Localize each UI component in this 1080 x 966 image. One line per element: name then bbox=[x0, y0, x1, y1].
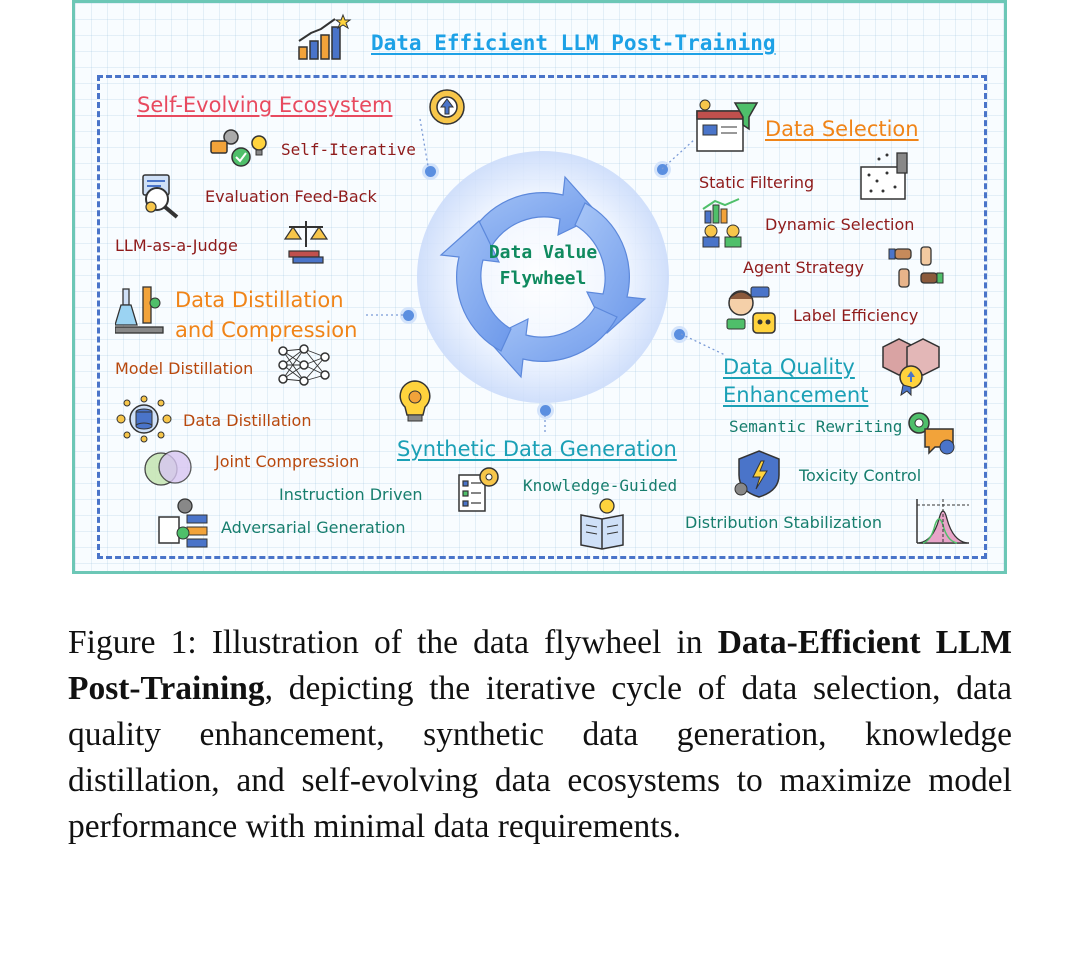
people-chart-icon bbox=[702, 198, 742, 248]
lightbulb-gear-icon bbox=[399, 380, 431, 422]
self-evolving-heading: Self-Evolving Ecosystem bbox=[137, 93, 393, 117]
item-data-distillation: Data Distillation bbox=[183, 411, 312, 430]
caption-text-after: , depicting the iterative cycle of data … bbox=[68, 670, 1012, 845]
web-filter-icon bbox=[696, 99, 759, 152]
database-gear-icon bbox=[116, 395, 172, 443]
flywheel-label-line1: Data Value bbox=[488, 242, 598, 263]
scales-icon bbox=[283, 221, 329, 264]
gear-chat-icon bbox=[908, 412, 955, 455]
item-self-iterative: Self-Iterative bbox=[281, 140, 416, 159]
venn-icon bbox=[144, 450, 192, 486]
caption-label: Figure 1: bbox=[68, 624, 197, 661]
item-joint-compression: Joint Compression bbox=[215, 452, 360, 471]
book-bulb-icon bbox=[580, 498, 624, 550]
selection-heading: Data Selection bbox=[765, 117, 919, 141]
magnifier-icon bbox=[142, 174, 179, 219]
scatter-box-icon bbox=[860, 152, 908, 200]
connector-dot-selection bbox=[657, 164, 668, 175]
item-agent-strategy: Agent Strategy bbox=[743, 258, 864, 277]
item-instruction-driven: Instruction Driven bbox=[279, 485, 423, 504]
connector-dot-distillation bbox=[403, 310, 414, 321]
connector-dot-self-evolving bbox=[425, 166, 436, 177]
caption-bold: Data-Efficient LLM Post-Training bbox=[68, 624, 1013, 707]
bell-curve-icon bbox=[916, 499, 969, 544]
distillation-heading: Data Distillation and Compression bbox=[175, 285, 357, 345]
chart-trophy-icon bbox=[298, 13, 352, 60]
hands-square-icon bbox=[888, 246, 944, 288]
caption-text-before: Illustration of the data flywheel in bbox=[196, 624, 718, 661]
item-static-filtering: Static Filtering bbox=[699, 173, 815, 192]
figure-title: Data Efficient LLM Post-Training bbox=[371, 31, 776, 55]
quality-heading-line1: Data Quality bbox=[723, 355, 855, 379]
item-label-efficiency: Label Efficiency bbox=[793, 306, 919, 325]
boxes-badge-icon bbox=[882, 338, 940, 397]
flywheel-cycle-icon bbox=[417, 151, 669, 403]
lab-flask-icon bbox=[115, 286, 164, 334]
flywheel-center-label: Data Value Flywheel bbox=[487, 240, 599, 292]
gear-cycle-icon bbox=[429, 89, 465, 125]
neural-net-icon bbox=[278, 344, 330, 386]
flywheel-label-line2: Flywheel bbox=[499, 268, 587, 289]
synthetic-heading: Synthetic Data Generation bbox=[397, 437, 677, 461]
item-distribution-stabilization: Distribution Stabilization bbox=[685, 513, 883, 532]
item-adversarial-generation: Adversarial Generation bbox=[221, 518, 406, 537]
connector-dot-quality bbox=[674, 329, 685, 340]
gears-bulb-icon bbox=[210, 129, 267, 167]
item-evaluation-feedback: Evaluation Feed-Back bbox=[205, 187, 377, 206]
figure-panel: Data Efficient LLM Post-Training Data Va… bbox=[72, 0, 1007, 574]
distillation-heading-line1: Data Distillation bbox=[175, 288, 344, 312]
item-semantic-rewriting: Semantic Rewriting bbox=[729, 417, 903, 436]
item-knowledge-guided: Knowledge-Guided bbox=[523, 476, 678, 495]
distillation-heading-line2: and Compression bbox=[175, 318, 358, 342]
dashed-content-box bbox=[97, 75, 987, 559]
child-robot-icon bbox=[726, 286, 776, 334]
figure-caption: Figure 1: Illustration of the data flywh… bbox=[68, 620, 1012, 850]
item-toxicity-control: Toxicity Control bbox=[799, 466, 922, 485]
connector-lines bbox=[366, 118, 726, 435]
item-model-distillation: Model Distillation bbox=[115, 359, 254, 378]
quality-heading: Data Quality Enhancement bbox=[723, 353, 868, 409]
item-dynamic-selection: Dynamic Selection bbox=[765, 215, 915, 234]
connector-dot-synthetic bbox=[540, 405, 551, 416]
item-llm-as-a-judge: LLM-as-a-Judge bbox=[115, 236, 238, 255]
shield-bolt-icon bbox=[734, 450, 780, 498]
quality-heading-line2: Enhancement bbox=[723, 383, 869, 407]
flowchart-gear-icon bbox=[158, 498, 208, 548]
checklist-gear-icon bbox=[458, 467, 499, 512]
